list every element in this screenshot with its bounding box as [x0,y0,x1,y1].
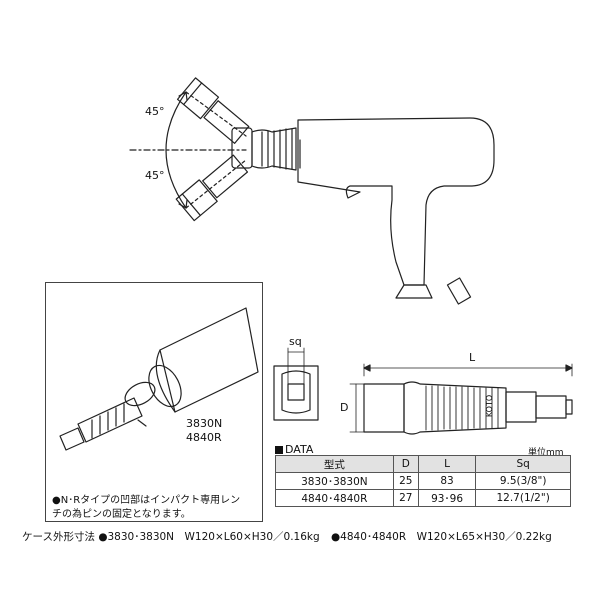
detail-inset-drawing [59,307,259,451]
dim-d-label: D [340,401,349,414]
note-line-1: ●N･Rタイプの凹部はインパクト専用レン [52,495,241,506]
detail-note: ●N･Rタイプの凹部はインパクト専用レン チの為ピンの固定となります。 [52,494,240,522]
spec-table: 型式 D L Sq 3830･3830N 25 83 9.5(3/8") 484… [275,455,571,507]
flex-joint [231,127,297,171]
case-item-1: ●3830･3830N W120×L60×H30／0.16kg [98,531,320,543]
upper-socket [176,77,250,144]
case-label: ケース外形寸法 [22,531,95,543]
brand-label: KOTO [485,394,495,418]
impact-wrench-body [297,117,495,305]
square-bullet-icon [275,445,283,454]
case-dimensions: ケース外形寸法 ●3830･3830N W120×L60×H30／0.16kg … [22,529,552,544]
dim-l-label: L [469,351,476,364]
detail-inset [45,282,263,522]
case-item-2: ●4840･4840R W120×L65×H30／0.22kg [331,531,552,543]
col-model: 型式 [275,455,394,473]
table-row: 4840･4840R 27 93･96 12.7(1/2") [275,489,571,507]
col-d: D [392,455,419,473]
note-line-2: チの為ピンの固定となります。 [52,509,191,520]
col-l: L [417,455,477,473]
table-row: 3830･3830N 25 83 9.5(3/8") [275,472,571,490]
table-header-row: 型式 D L Sq [275,455,571,473]
lower-socket [175,154,249,222]
angle-indicator [129,91,247,209]
model-label-2: 4840R [186,431,222,444]
extension-side-view [349,363,573,435]
unit-label: 単位mm [528,448,564,458]
angle-top-label: 45° [145,105,165,118]
data-title: DATA [275,443,313,456]
square-drive-view [273,347,319,421]
model-label-1: 3830N [186,417,223,430]
angle-bottom-label: 45° [145,169,165,182]
dim-sq-label: sq [289,335,302,348]
col-sq: Sq [475,455,571,473]
